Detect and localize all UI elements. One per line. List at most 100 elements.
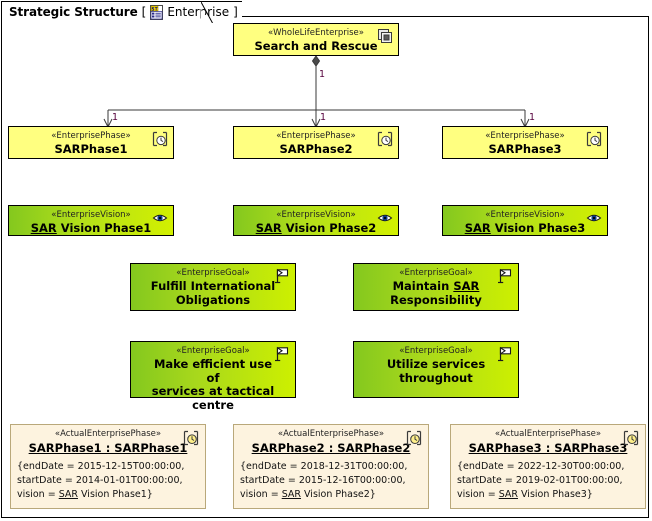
instance-actual-enterprise-phase-1[interactable]: «ActualEnterprisePhase» SARPhase1 : SARP… [10, 424, 206, 509]
goal-line-2: Obligations [175, 292, 251, 307]
node-enterprise-phase-2[interactable]: «EnterprisePhase» SARPhase2 [233, 126, 399, 159]
eye-icon [586, 210, 602, 226]
node-label: SARPhase1 [54, 142, 128, 156]
vision-name-underlined: SAR [255, 221, 282, 235]
eye-icon [377, 210, 393, 226]
instance-name: SARPhase3 : SARPhase3 [468, 441, 628, 455]
vision-name-underlined: SAR [464, 221, 491, 235]
node-enterprise-vision-1[interactable]: «EnterpriseVision» SAR Vision Phase1 [8, 205, 174, 236]
vision-name-rest: Vision Phase3 [490, 221, 586, 235]
diagram-context-label: Enterprise [167, 5, 230, 19]
node-label: SAR Vision Phase1 [13, 221, 170, 236]
vision-name-underlined: SAR [30, 221, 57, 235]
instance-name: SARPhase2 : SARPhase2 [251, 441, 411, 455]
eye-icon [152, 210, 168, 226]
node-stereotype: «EnterpriseVision» [276, 210, 356, 220]
instance-attr-enddate: {endDate = 2015-12-15T00:00:00, [17, 461, 185, 472]
node-label: Search and Rescue [254, 39, 378, 53]
node-stereotype: «EnterpriseGoal» [399, 346, 473, 356]
instance-attr-vision-rest: Vision Phase1} [78, 489, 153, 500]
node-enterprise-vision-2[interactable]: «EnterpriseVision» SAR Vision Phase2 [233, 205, 399, 236]
flag-icon [274, 346, 290, 362]
instance-stereotype: «ActualEnterprisePhase» [54, 429, 162, 439]
node-stereotype: «EnterpriseGoal» [399, 268, 473, 278]
vision-name-rest: Vision Phase1 [56, 221, 152, 235]
instance-attributes: {endDate = 2018-12-31T00:00:00, startDat… [234, 460, 428, 502]
phase-clock-icon [152, 131, 168, 147]
instance-clock-icon [183, 430, 199, 446]
instance-attr-vision-underlined: SAR [498, 489, 518, 500]
goal-line-1: Maintain [392, 279, 454, 293]
node-stereotype: «EnterprisePhase» [51, 131, 131, 141]
page-title: Strategic Structure [9, 5, 138, 19]
instance-stereotype: «ActualEnterprisePhase» [494, 429, 602, 439]
title-tab-bevel [201, 1, 213, 23]
node-stereotype: «WholeLifeEnterprise» [268, 28, 364, 38]
flag-icon [497, 346, 513, 362]
multiplicity-source: 1 [319, 69, 326, 80]
instance-attr-vision-prefix: vision = [457, 489, 499, 500]
node-label: SAR Vision Phase2 [238, 221, 395, 236]
goal-line-1: Make efficient use of [153, 357, 273, 385]
multiplicity-phase-1: 1 [112, 112, 119, 123]
instance-stereotype: «ActualEnterprisePhase» [277, 429, 385, 439]
svg-text:ST: ST [152, 6, 158, 12]
title-bracket-close: ] [233, 5, 238, 19]
flag-icon [497, 268, 513, 284]
goal-underlined-word: SAR [453, 279, 480, 293]
instance-clock-icon [406, 430, 422, 446]
node-stereotype: «EnterpriseGoal» [176, 268, 250, 278]
instance-attr-startdate: startDate = 2019-02-01T00:00:00, [457, 475, 623, 486]
goal-line-1: Fulfill International [150, 279, 276, 293]
goal-line-2: throughout [399, 370, 473, 385]
instance-attributes: {endDate = 2015-12-15T00:00:00, startDat… [11, 460, 205, 502]
node-enterprise-phase-3[interactable]: «EnterprisePhase» SARPhase3 [442, 126, 608, 159]
node-stereotype: «EnterpriseVision» [485, 210, 565, 220]
instance-attr-vision-prefix: vision = [17, 489, 59, 500]
node-stereotype: «EnterpriseGoal» [176, 346, 250, 356]
instance-attr-vision: vision = SAR Vision Phase2} [240, 488, 423, 502]
instance-actual-enterprise-phase-3[interactable]: «ActualEnterprisePhase» SARPhase3 : SARP… [450, 424, 646, 509]
node-stereotype: «EnterprisePhase» [276, 131, 356, 141]
instance-attr-vision-rest: Vision Phase2} [301, 489, 376, 500]
node-label: SAR Vision Phase3 [447, 221, 604, 236]
node-label: SARPhase3 [488, 142, 562, 156]
instance-attr-vision-rest: Vision Phase3} [518, 489, 593, 500]
instance-attr-vision-prefix: vision = [240, 489, 282, 500]
node-stereotype: «EnterprisePhase» [485, 131, 565, 141]
vision-name-rest: Vision Phase2 [281, 221, 377, 235]
instance-attr-enddate: {endDate = 2018-12-31T00:00:00, [240, 461, 408, 472]
node-whole-life-enterprise[interactable]: «WholeLifeEnterprise» Search and Rescue [233, 23, 399, 56]
phase-clock-icon [586, 131, 602, 147]
diagram-document-icon: ST [150, 4, 164, 20]
instance-attributes: {endDate = 2022-12-30T00:00:00, startDat… [451, 460, 645, 502]
instance-attr-startdate: startDate = 2014-01-01T00:00:00, [17, 475, 183, 486]
instance-clock-icon [623, 430, 639, 446]
phase-clock-icon [377, 131, 393, 147]
instance-attr-enddate: {endDate = 2022-12-30T00:00:00, [457, 461, 625, 472]
node-enterprise-phase-1[interactable]: «EnterprisePhase» SARPhase1 [8, 126, 174, 159]
instance-attr-vision: vision = SAR Vision Phase3} [457, 488, 640, 502]
instance-attr-startdate: startDate = 2015-12-16T00:00:00, [240, 475, 406, 486]
node-stereotype: «EnterpriseVision» [51, 210, 131, 220]
instance-actual-enterprise-phase-2[interactable]: «ActualEnterprisePhase» SARPhase2 : SARP… [233, 424, 429, 509]
node-label: SARPhase2 [279, 142, 353, 156]
instance-attr-vision-underlined: SAR [281, 489, 301, 500]
flag-icon [274, 268, 290, 284]
multiplicity-phase-2: 1 [320, 112, 327, 123]
goal-line-3: centre [192, 397, 234, 412]
instance-name: SARPhase1 : SARPhase1 [28, 441, 188, 455]
node-enterprise-vision-3[interactable]: «EnterpriseVision» SAR Vision Phase3 [442, 205, 608, 236]
nested-squares-icon [377, 28, 393, 44]
goal-line-1: Utilize services [386, 357, 486, 371]
title-bracket-open: [ [141, 5, 147, 19]
